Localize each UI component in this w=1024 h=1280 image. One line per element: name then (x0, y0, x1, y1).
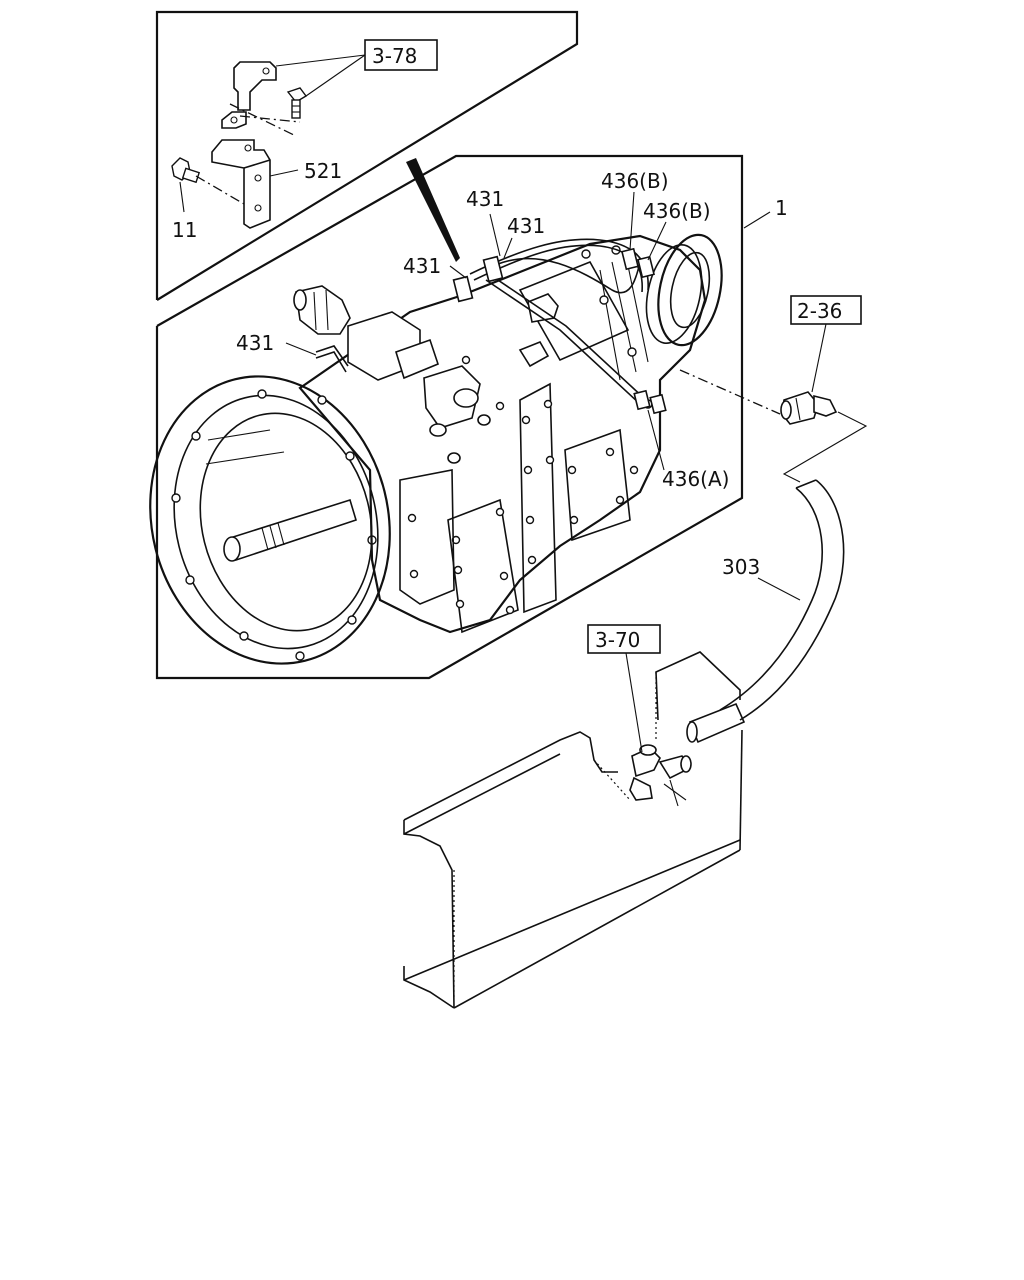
leader-431-third (449, 265, 467, 279)
leader-431-top (489, 213, 501, 257)
ref-3-70-box (587, 624, 661, 654)
part-11-label: 11 (172, 218, 197, 242)
leader-436b-upper (629, 191, 635, 251)
centerline (239, 115, 301, 123)
upper-bracket (221, 61, 277, 129)
part-436b-upper-label: 436(B) (601, 169, 669, 193)
part-431-third-label: 431 (403, 254, 441, 278)
part-521-label: 521 (304, 159, 342, 183)
leader-431-left (285, 342, 317, 356)
leader-3-70 (625, 652, 643, 753)
ref-2-36-label: 2-36 (797, 299, 842, 323)
part-1-label: 1 (775, 196, 788, 220)
centerline (229, 103, 297, 137)
cover-bolts (451, 355, 639, 615)
tee-fitting (629, 744, 692, 807)
bracket-detail-panel (155, 10, 579, 301)
part-431-left-label: 431 (236, 331, 274, 355)
leader-part-1 (743, 211, 771, 229)
ref-3-78-label: 3-78 (372, 44, 417, 68)
part-436a-label: 436(A) (662, 467, 729, 491)
part-431-second-label: 431 (507, 214, 545, 238)
transmission-panel (155, 154, 744, 680)
leader-521 (269, 169, 299, 177)
part-303-label: 303 (722, 555, 760, 579)
view-pointer (406, 158, 460, 262)
transmission-assembly (149, 233, 723, 665)
centerline (195, 175, 245, 205)
leader-436a (647, 409, 665, 471)
leader-436b-lower (647, 221, 667, 261)
part-431-top-label: 431 (466, 187, 504, 211)
bracket-521 (211, 139, 271, 229)
leader-431-second (503, 237, 513, 259)
small-bolt (286, 87, 308, 119)
elbow-fitting (780, 391, 838, 425)
bolt-11 (171, 157, 201, 184)
hose-303 (686, 479, 845, 744)
ref-3-70-label: 3-70 (595, 628, 640, 652)
part-436b-lower-label: 436(B) (643, 199, 711, 223)
leader-11 (179, 181, 185, 213)
centerline (679, 369, 781, 415)
break-line (782, 411, 868, 483)
leader-3-78 (275, 39, 438, 97)
leader-303 (757, 577, 801, 601)
frame-crossmember (403, 651, 743, 1009)
leader-2-36 (811, 323, 827, 393)
bell-housing-bolts (171, 389, 377, 661)
